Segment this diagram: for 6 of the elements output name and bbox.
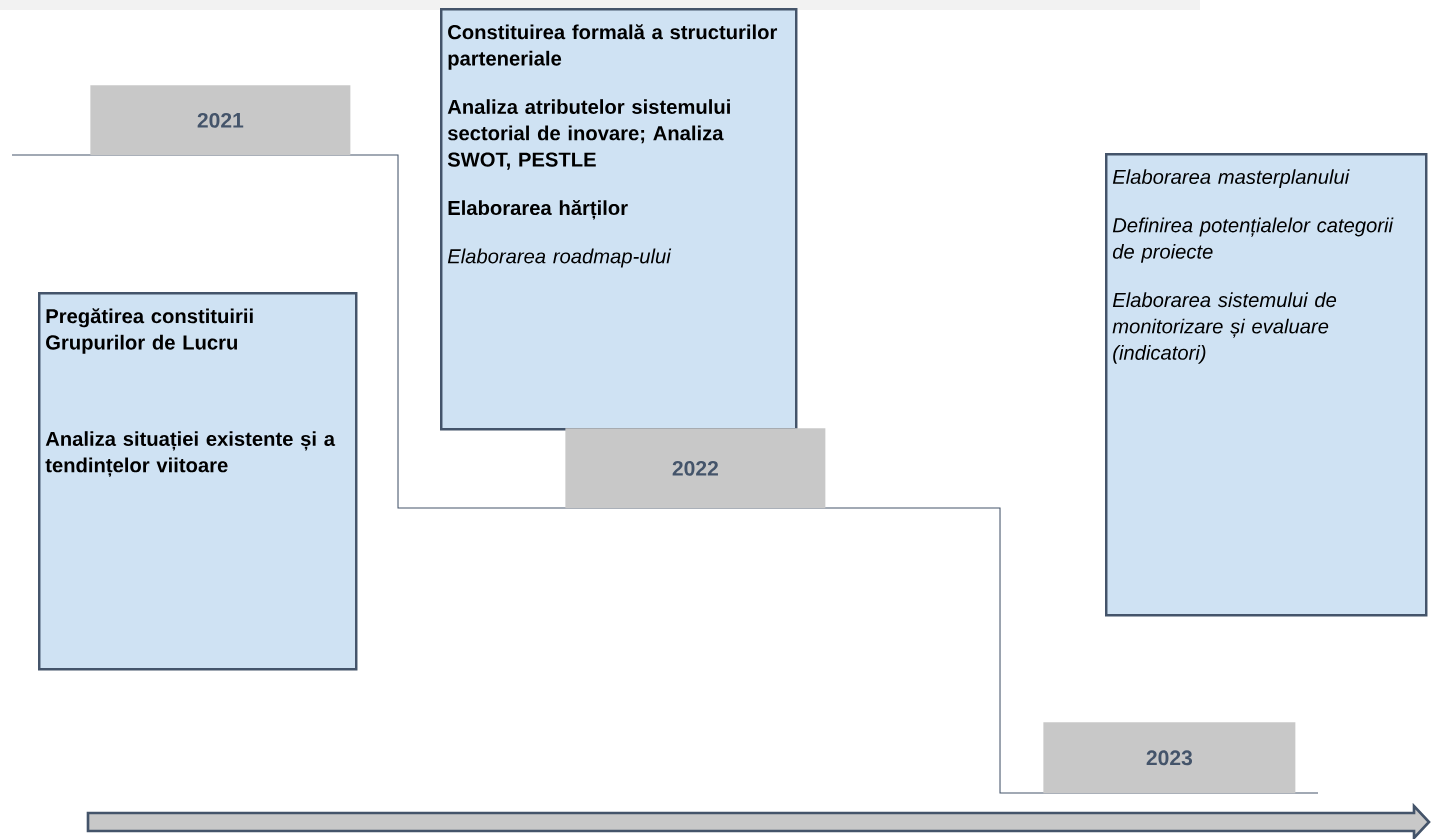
text-box: Pregătirea constituirii Grupurilor de Lucru Analiza situației existente și a tendințelor viitoare: [38, 292, 358, 671]
year-box: 2022: [565, 428, 826, 509]
text-box: Constituirea formală a structurilor parteneriale Analiza atributelor sistemului sectorial de inovare; Analiza SWOT, PESTLE Elaborarea hărților Elaborarea roadmap-ului: [440, 8, 798, 431]
year-box: 2021: [90, 85, 351, 156]
text-box: Elaborarea masterplanului Definirea potențialelor categorii de proiecte Elaborarea sistemului de monitorizare și evaluare (indicatori): [1105, 153, 1428, 617]
year-box: 2023: [1043, 722, 1296, 794]
